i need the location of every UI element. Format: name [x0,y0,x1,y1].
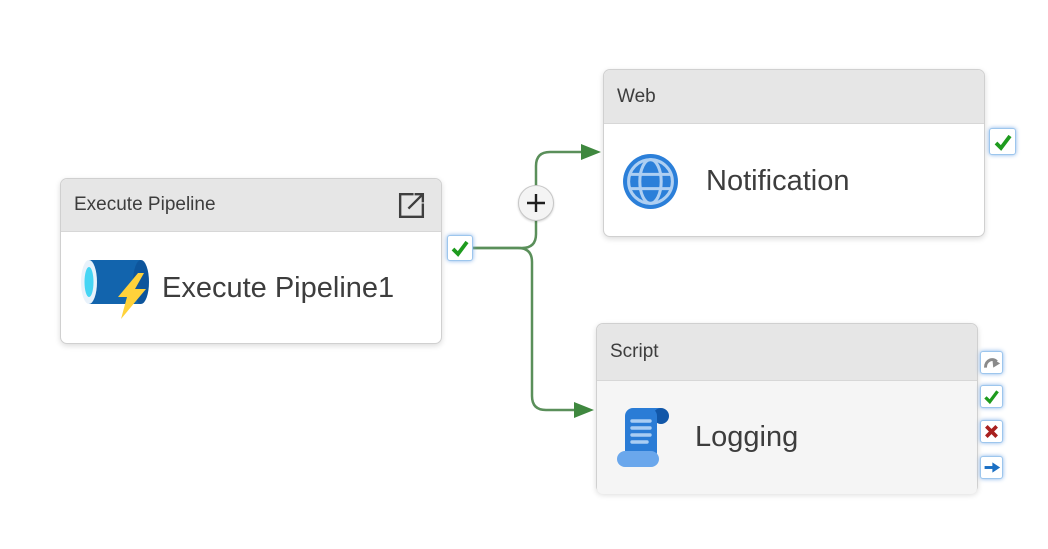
plus-icon [527,194,545,212]
script-scroll-icon [617,407,669,468]
execute-pipeline-body: Execute Pipeline1 [61,232,441,344]
web-activity-name: Notification [706,164,850,197]
execute-pipeline-name: Execute Pipeline1 [162,271,395,304]
script-skip-port[interactable] [980,351,1003,374]
success-check-icon [994,134,1012,151]
activity-node-notification[interactable]: Web Notification [603,69,985,237]
globe-icon [622,153,679,210]
connector-success-to-logging[interactable] [473,246,575,412]
open-pipeline-icon[interactable] [395,189,428,222]
script-header: Script [597,324,977,381]
skip-arrow-icon [983,358,1001,368]
execute-pipeline-icon [81,257,149,319]
script-activity-name: Logging [695,421,799,453]
web-header: Web [604,70,984,124]
success-check-icon [984,390,999,405]
failure-x-icon [985,425,998,438]
arrowhead-to-notification [581,144,601,160]
execute-pipeline-header: Execute Pipeline [61,179,441,232]
script-type-label: Script [610,341,659,362]
completion-arrow-icon [984,462,1001,473]
web-type-label: Web [617,85,656,107]
success-check-icon [451,240,469,257]
activity-node-execute-pipeline1[interactable]: Execute Pipeline Execute Pipelin [60,178,442,344]
web-success-port[interactable] [989,128,1016,155]
script-completion-port[interactable] [980,456,1003,479]
web-body: Notification [604,124,984,238]
execute-pipeline-success-port[interactable] [447,235,473,261]
script-success-port[interactable] [980,385,1003,408]
activity-node-logging[interactable]: Script Logging [596,323,978,494]
add-activity-button[interactable] [518,185,554,221]
script-failure-port[interactable] [980,420,1003,443]
arrowhead-to-logging [574,402,594,418]
execute-pipeline-type-label: Execute Pipeline [74,194,216,215]
script-body: Logging [597,381,977,494]
